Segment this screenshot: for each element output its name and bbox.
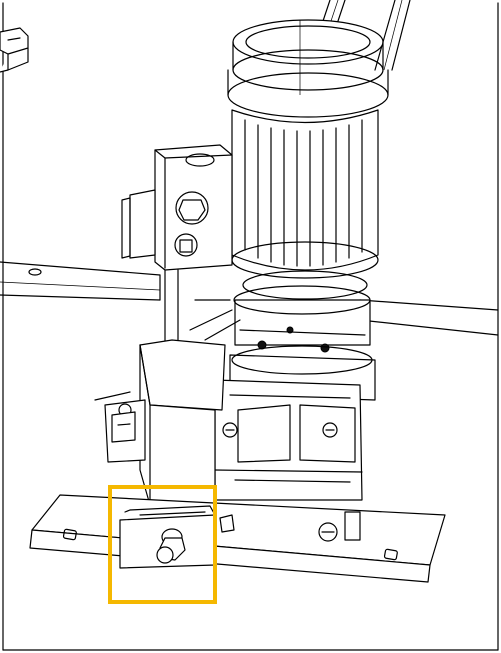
lower-housing (214, 379, 363, 501)
mounting-bolts (219, 511, 361, 542)
front-cover (139, 339, 226, 511)
limit-switch (94, 391, 146, 463)
highlight-box (108, 485, 217, 604)
corner-bracket (0, 27, 29, 73)
frame-plate (0, 261, 499, 336)
base-plate (29, 494, 446, 583)
motor-body (231, 109, 379, 300)
fitting-block (119, 505, 216, 569)
terminal-box (121, 144, 233, 271)
motor-fan-cover (227, 19, 389, 118)
